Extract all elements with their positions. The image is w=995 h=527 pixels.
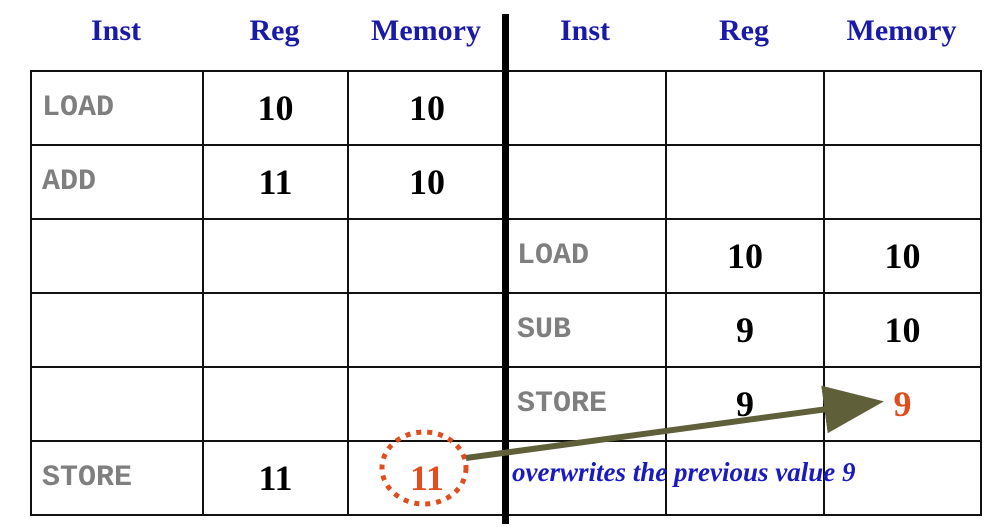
table-row: LOAD 10 10 xyxy=(30,218,982,294)
right-memory-cell: 10 xyxy=(823,292,982,368)
left-memory-cell xyxy=(347,218,507,294)
left-reg-cell: 10 xyxy=(202,70,349,146)
right-memory-header: Memory xyxy=(846,14,957,47)
right-inst-cell: LOAD xyxy=(505,218,667,294)
table-row: LOAD 10 10 xyxy=(30,70,982,146)
left-inst-cell: ADD xyxy=(30,144,204,220)
left-memory-header: Memory xyxy=(371,14,481,47)
left-reg-cell: 11 xyxy=(202,440,349,516)
right-memory-overwritten-value: 9 xyxy=(823,366,982,442)
right-memory-cell xyxy=(823,70,982,146)
left-memory-final-value: 11 xyxy=(347,440,507,516)
left-memory-cell xyxy=(347,292,507,368)
overwrite-note: overwrites the previous value 9 xyxy=(512,457,856,487)
left-inst-cell: STORE xyxy=(30,440,204,516)
right-memory-cell: 10 xyxy=(823,218,982,294)
right-reg-cell: 10 xyxy=(665,218,825,294)
right-inst-cell xyxy=(505,70,667,146)
left-inst-cell xyxy=(30,292,204,368)
left-reg-cell: 11 xyxy=(202,144,349,220)
right-inst-cell xyxy=(505,144,667,220)
left-inst-cell: LOAD xyxy=(30,70,204,146)
left-reg-cell xyxy=(202,366,349,442)
left-inst-cell xyxy=(30,366,204,442)
left-memory-cell: 10 xyxy=(347,70,507,146)
right-inst-header: Inst xyxy=(559,14,611,47)
right-reg-cell xyxy=(665,144,825,220)
left-memory-cell xyxy=(347,366,507,442)
right-reg-header: Reg xyxy=(719,14,769,47)
right-reg-cell: 9 xyxy=(665,292,825,368)
right-reg-cell: 9 xyxy=(665,366,825,442)
left-reg-header: Reg xyxy=(249,14,300,47)
instruction-table: LOAD 10 10 ADD 11 10 LOAD 10 10 SUB 9 10… xyxy=(30,70,982,516)
right-inst-cell: STORE xyxy=(505,366,667,442)
right-inst-cell: SUB xyxy=(505,292,667,368)
left-reg-cell xyxy=(202,292,349,368)
timeline-divider xyxy=(502,14,509,524)
left-inst-cell xyxy=(30,218,204,294)
left-memory-cell: 10 xyxy=(347,144,507,220)
right-memory-cell xyxy=(823,144,982,220)
right-memory-cell xyxy=(823,440,982,516)
right-reg-cell xyxy=(665,70,825,146)
left-inst-header: Inst xyxy=(90,14,142,47)
table-row: ADD 11 10 xyxy=(30,144,982,220)
left-reg-cell xyxy=(202,218,349,294)
